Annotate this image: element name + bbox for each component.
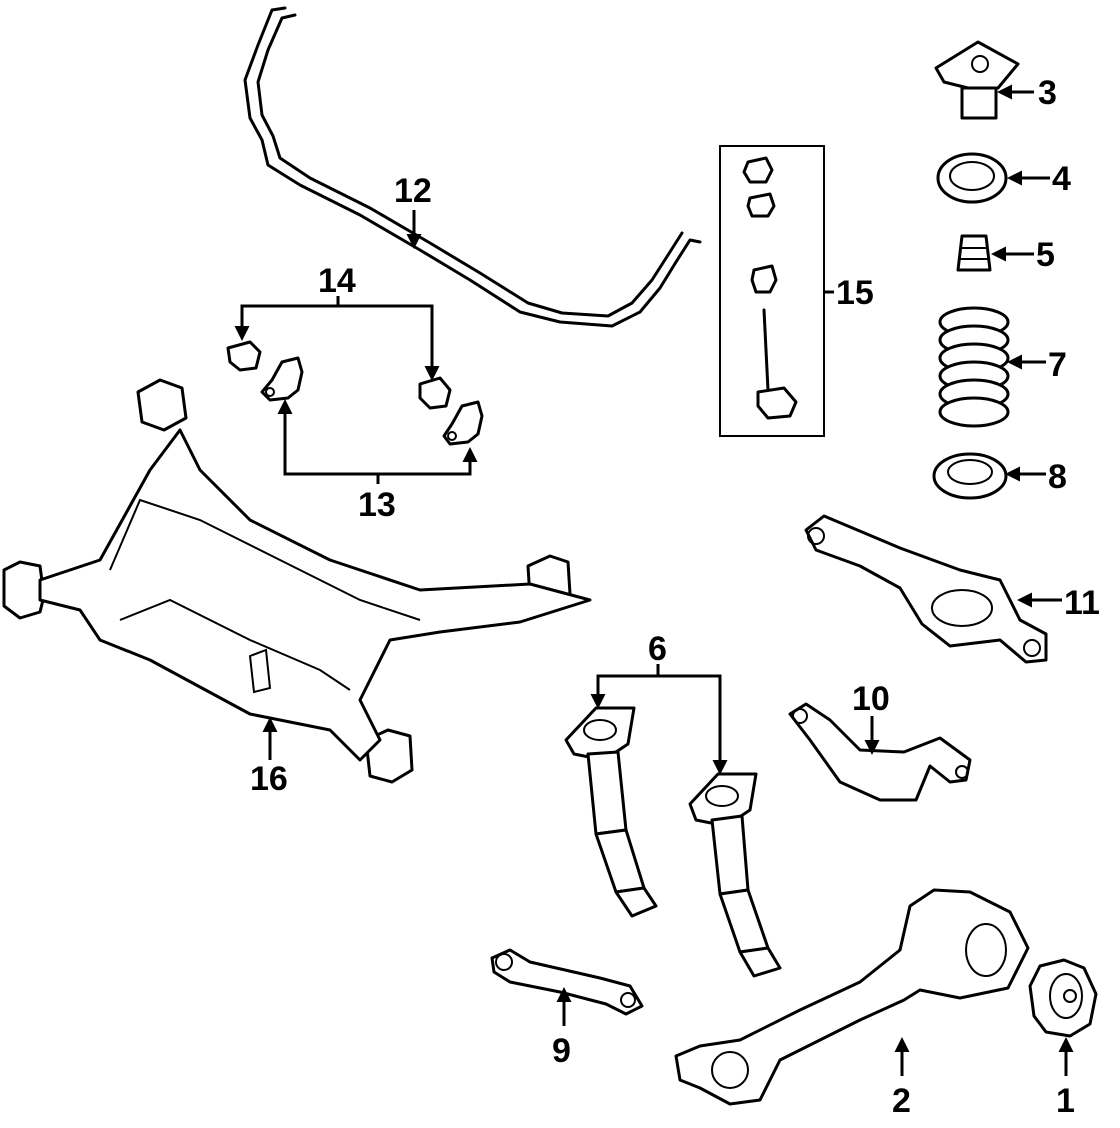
callout-7: 7 bbox=[1048, 346, 1067, 384]
part-8-spring-insulator bbox=[932, 452, 1008, 500]
callout-14: 14 bbox=[318, 262, 356, 300]
callout-9: 9 bbox=[552, 1032, 571, 1070]
callout-10: 10 bbox=[852, 680, 890, 718]
callout-11: 11 bbox=[1064, 584, 1100, 622]
part-12-stabilizer-bar bbox=[243, 6, 702, 328]
callout-8: 8 bbox=[1048, 458, 1067, 496]
part-11-lower-control-arm bbox=[804, 514, 1048, 664]
part-9-lateral-link bbox=[490, 948, 644, 1016]
part-2-knuckle bbox=[674, 888, 1030, 1106]
part-13-stabilizer-bracket bbox=[260, 356, 484, 446]
part-5-bump-stop bbox=[956, 234, 992, 272]
callout-3: 3 bbox=[1038, 74, 1057, 112]
callout-1: 1 bbox=[1056, 1082, 1075, 1120]
callout-14-bracket bbox=[234, 304, 440, 381]
part-10-upper-control-arm bbox=[788, 702, 972, 802]
part-3-upper-mount bbox=[934, 40, 1020, 120]
callout-5: 5 bbox=[1036, 236, 1055, 274]
part-7-coil-spring bbox=[938, 306, 1010, 428]
callout-13-bracket bbox=[277, 399, 478, 476]
callout-6: 6 bbox=[648, 630, 667, 668]
callout-2: 2 bbox=[892, 1082, 911, 1120]
callout-16: 16 bbox=[250, 760, 288, 798]
callout-15: 15 bbox=[836, 274, 874, 312]
part-14-stabilizer-bushing bbox=[226, 340, 452, 410]
part-16-crossmember bbox=[2, 378, 592, 784]
part-1-hub-bearing bbox=[1028, 958, 1098, 1038]
callout-13: 13 bbox=[358, 486, 396, 524]
part-6-shock-absorber bbox=[564, 706, 782, 978]
callout-12: 12 bbox=[394, 172, 432, 210]
part-15-stabilizer-link bbox=[742, 156, 798, 420]
part-4-spring-seat bbox=[936, 152, 1008, 204]
callout-4: 4 bbox=[1052, 160, 1071, 198]
